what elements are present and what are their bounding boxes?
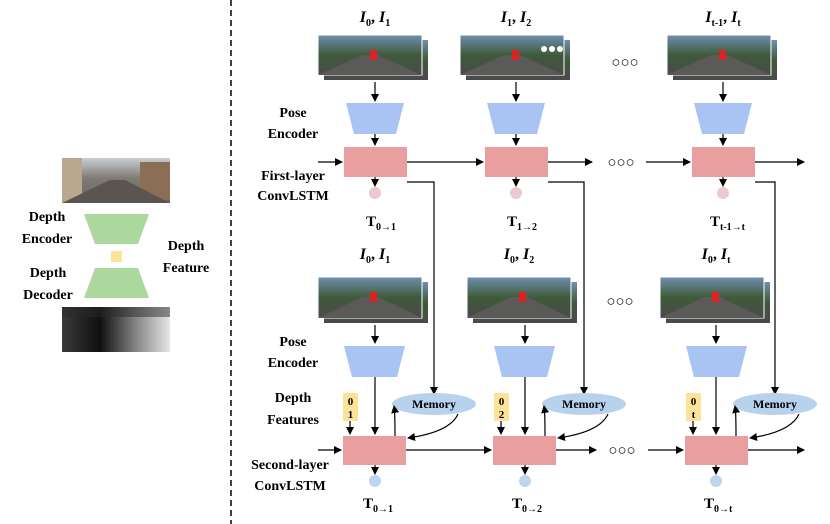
pose-encoder: [346, 103, 404, 134]
depth-feature-label: Feature: [163, 261, 209, 276]
ellipsis: ○○○: [608, 443, 635, 459]
pose-output-label: T1→2: [507, 214, 537, 233]
depth-features-label: Depth: [275, 391, 312, 406]
svg-text:0: 0: [691, 396, 697, 408]
frame-image-pair: [666, 34, 777, 80]
svg-text:1: 1: [348, 409, 354, 421]
pose-encoder: [694, 103, 752, 134]
memory-node: [542, 393, 626, 415]
depth-decoder: [84, 268, 149, 298]
first-layer-convlstm-label: ConvLSTM: [257, 189, 329, 204]
pose-encoder: [487, 103, 545, 134]
depth-encoder: [84, 214, 149, 244]
output-dot: [369, 475, 381, 487]
memory-connection: [407, 181, 438, 395]
pose-encoder-label: Pose: [279, 106, 306, 121]
svg-text:2: 2: [499, 409, 505, 421]
pose-output-label: T0→1: [366, 214, 396, 233]
second-layer-convlstm-label: Second-layer: [251, 458, 329, 473]
frame-image-pair: [317, 34, 428, 80]
pose-output-label: T0→t: [704, 496, 733, 515]
pose-encoder: [686, 346, 747, 377]
second-layer-convlstm-label: ConvLSTM: [254, 479, 326, 494]
input-street-image: [62, 158, 170, 203]
frame-pair-title: It-1, It: [704, 9, 741, 29]
depth-encoder-label: Encoder: [22, 232, 73, 247]
memory-label: Memory: [753, 397, 797, 411]
convlstm-cell: [493, 436, 556, 465]
memory-label: Memory: [562, 397, 606, 411]
memory-label: Memory: [412, 397, 456, 411]
memory-feedback: [557, 413, 609, 441]
memory-output: [391, 405, 400, 437]
pose-output-label: Tt-1→t: [710, 214, 746, 233]
memory-feedback: [749, 413, 800, 441]
convlstm-cell: [685, 436, 748, 465]
frame-pair-title: I1, I2: [500, 9, 531, 29]
memory-connection: [755, 181, 779, 395]
depth-feature-block: [111, 251, 122, 262]
svg-text:0: 0: [348, 396, 354, 408]
convlstm-cell: [485, 147, 548, 177]
ellipsis: ○○○: [611, 55, 638, 71]
depth-decoder-label: Decoder: [23, 288, 73, 303]
pose-encoder-label: Pose: [279, 335, 306, 350]
output-depth-map: [62, 307, 170, 352]
memory-output: [732, 405, 741, 437]
first-layer: I0, I1 I1, I2 It-1, It ○○○: [257, 9, 805, 395]
output-dot: [369, 187, 381, 199]
depth-features-label: Features: [267, 413, 319, 428]
depth-feature-tag: 0 t: [686, 393, 701, 421]
output-dot: [519, 475, 531, 487]
convlstm-cell: [692, 147, 755, 177]
depth-encoder-label: Depth: [29, 210, 66, 225]
frame-image-pair: [659, 276, 770, 323]
memory-node: [733, 393, 817, 415]
pose-encoder: [344, 346, 405, 377]
output-dot: [717, 187, 729, 199]
pose-encoder-label: Encoder: [268, 356, 319, 371]
memory-connection: [548, 181, 588, 395]
frame-pair-title: I0, I1: [359, 9, 390, 29]
svg-text:t: t: [692, 409, 696, 421]
frame-pair-title: I0, I2: [503, 246, 534, 266]
frame-pair-title: I0, It: [701, 246, 731, 266]
first-layer-convlstm-label: First-layer: [261, 169, 325, 184]
frame-pair-title: I0, I1: [359, 246, 390, 266]
pose-output-label: T0→1: [363, 496, 393, 515]
frame-image-pair: [317, 276, 428, 323]
depth-feature-tag: 0 1: [343, 393, 358, 421]
output-dot: [710, 475, 722, 487]
convlstm-cell: [343, 436, 406, 465]
depth-feature-tag: 0 2: [494, 393, 509, 421]
output-dot: [510, 187, 522, 199]
frame-image-pair: [459, 34, 570, 80]
memory-feedback: [407, 413, 459, 441]
svg-text:0: 0: [499, 396, 505, 408]
memory-output: [541, 405, 550, 437]
depth-feature-label: Depth: [168, 239, 205, 254]
convlstm-cell: [344, 147, 407, 177]
depth-decoder-label: Depth: [30, 266, 67, 281]
pose-encoder: [494, 346, 555, 377]
frame-image-pair: [466, 276, 577, 323]
ellipsis: ○○○: [607, 155, 634, 171]
ellipsis: ○○○: [606, 294, 633, 310]
pose-output-label: T0→2: [512, 496, 542, 515]
memory-node: [392, 393, 476, 415]
pose-encoder-label: Encoder: [268, 127, 319, 142]
